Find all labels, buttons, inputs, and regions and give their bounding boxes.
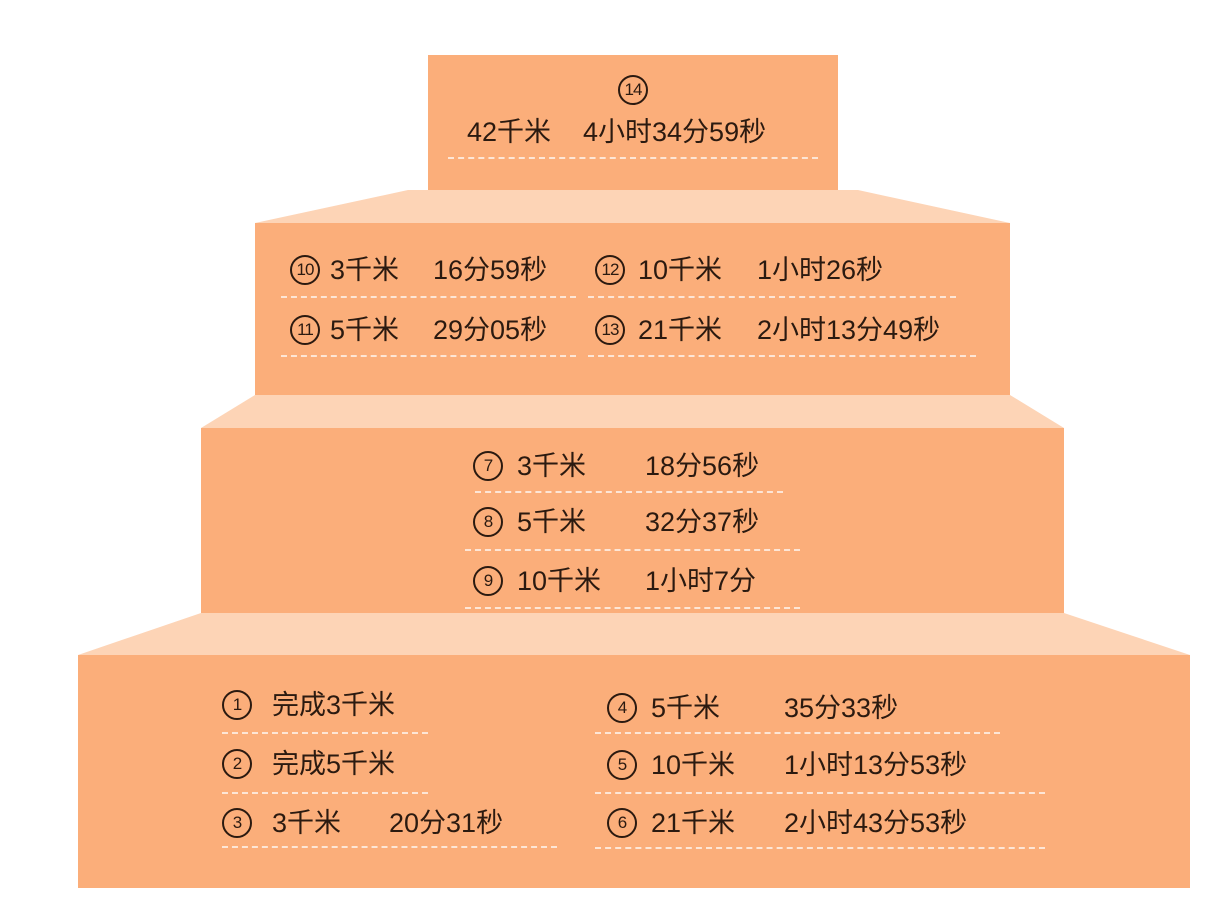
divider — [281, 296, 576, 298]
divider — [281, 355, 576, 357]
distance: 3千米 — [330, 255, 400, 285]
tier-second-block — [255, 223, 1010, 395]
distance: 完成3千米 — [272, 690, 396, 720]
tier4-top-face — [78, 613, 1190, 655]
circled-number: 6 — [607, 808, 637, 838]
milestone-14-detail: 42千米 4小时34分59秒 — [467, 115, 807, 149]
distance: 3千米 — [272, 808, 342, 838]
distance: 3千米 — [517, 451, 587, 481]
time: 18分56秒 — [645, 451, 760, 481]
divider — [595, 847, 1045, 849]
circled-number: 2 — [222, 749, 252, 779]
time: 2小时43分53秒 — [784, 808, 968, 838]
milestone-4: 4 5千米 35分33秒 — [607, 691, 1027, 725]
time: 2小时13分49秒 — [757, 315, 941, 345]
distance: 10千米 — [651, 750, 736, 780]
time: 1小时7分 — [645, 566, 757, 596]
milestone-3: 3 3千米 20分31秒 — [222, 806, 552, 840]
milestone-9: 9 10千米 1小时7分 — [473, 564, 793, 598]
divider — [588, 296, 956, 298]
time: 1小时13分53秒 — [784, 750, 968, 780]
time: 1小时26秒 — [757, 255, 884, 285]
divider — [222, 732, 428, 734]
tier2-top-face — [255, 190, 1010, 223]
time: 20分31秒 — [389, 808, 504, 838]
circled-number: 8 — [473, 507, 503, 537]
time: 4小时34分59秒 — [583, 117, 767, 147]
circled-number: 1 — [222, 690, 252, 720]
milestone-12: 12 10千米 1小时26秒 — [595, 253, 965, 287]
milestone-11: 11 5千米 29分05秒 — [290, 313, 580, 347]
divider — [595, 792, 1045, 794]
milestone-14: 14 — [618, 73, 656, 107]
time: 32分37秒 — [645, 507, 760, 537]
distance: 42千米 — [467, 117, 552, 147]
divider — [465, 549, 800, 551]
milestone-10: 10 3千米 16分59秒 — [290, 253, 580, 287]
distance: 5千米 — [517, 507, 587, 537]
divider — [588, 355, 976, 357]
distance: 10千米 — [638, 255, 723, 285]
divider — [595, 732, 1000, 734]
milestone-2: 2 完成5千米 — [222, 747, 552, 781]
milestone-8: 8 5千米 32分37秒 — [473, 505, 793, 539]
divider — [465, 607, 800, 609]
distance: 5千米 — [651, 693, 721, 723]
distance: 完成5千米 — [272, 749, 396, 779]
distance: 5千米 — [330, 315, 400, 345]
distance: 21千米 — [638, 315, 723, 345]
circled-number: 14 — [618, 75, 648, 105]
circled-number: 3 — [222, 808, 252, 838]
circled-number: 12 — [595, 255, 625, 285]
time: 35分33秒 — [784, 693, 899, 723]
distance: 21千米 — [651, 808, 736, 838]
tier-third-block — [201, 428, 1064, 613]
milestone-13: 13 21千米 2小时13分49秒 — [595, 313, 985, 347]
divider — [475, 491, 783, 493]
circled-number: 13 — [595, 315, 625, 345]
tier3-top-face — [201, 395, 1064, 428]
time: 16分59秒 — [433, 255, 548, 285]
circled-number: 10 — [290, 255, 320, 285]
milestone-7: 7 3千米 18分56秒 — [473, 449, 793, 483]
milestone-6: 6 21千米 2小时43分53秒 — [607, 806, 1047, 840]
circled-number: 11 — [290, 315, 320, 345]
circled-number: 4 — [607, 693, 637, 723]
milestone-1: 1 完成3千米 — [222, 688, 552, 722]
time: 29分05秒 — [433, 315, 548, 345]
distance: 10千米 — [517, 566, 602, 596]
circled-number: 7 — [473, 451, 503, 481]
milestone-5: 5 10千米 1小时13分53秒 — [607, 748, 1047, 782]
divider — [222, 846, 557, 848]
divider — [222, 792, 428, 794]
circled-number: 9 — [473, 566, 503, 596]
divider — [448, 157, 818, 159]
circled-number: 5 — [607, 750, 637, 780]
